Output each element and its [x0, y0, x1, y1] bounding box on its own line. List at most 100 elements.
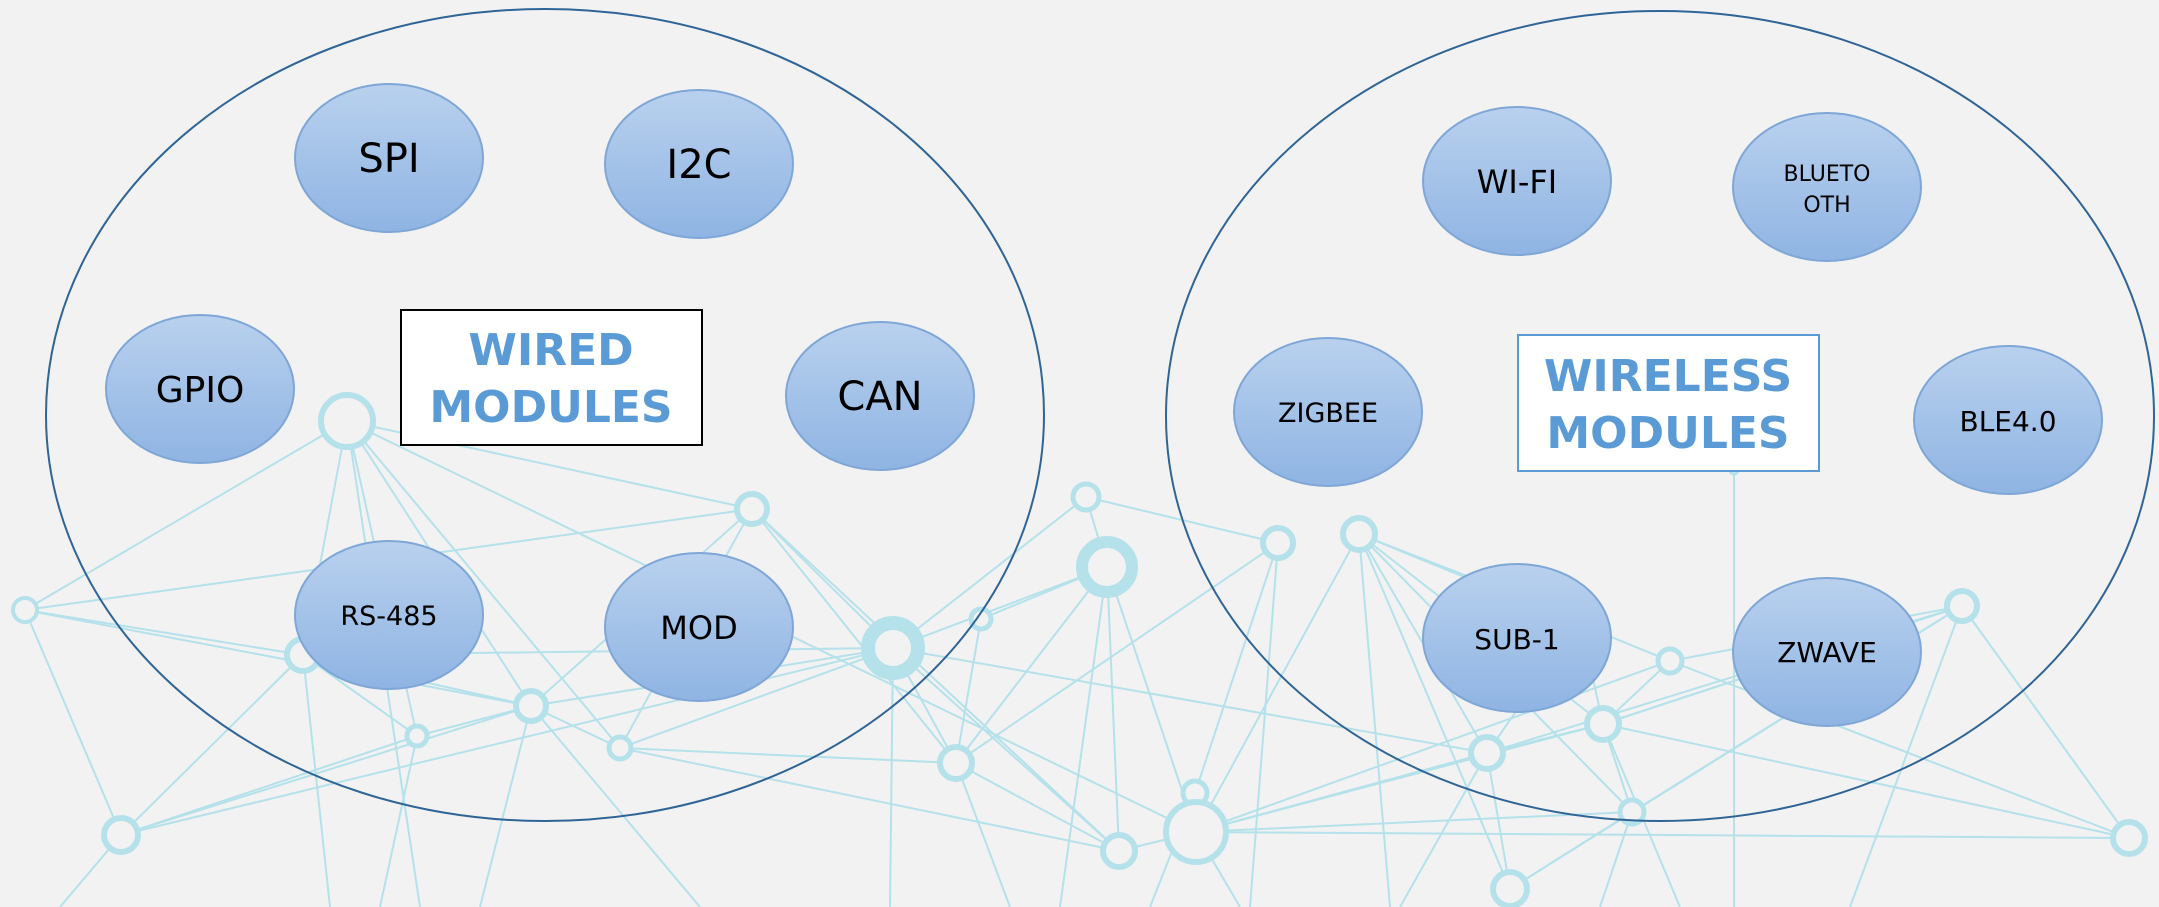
network-node	[1617, 797, 1647, 827]
wireless-title-line1: WIRELESS	[1544, 351, 1792, 402]
wireless-group-outline	[1165, 10, 2155, 822]
gpio-bubble	[105, 314, 295, 464]
network-node	[318, 392, 376, 450]
wired-group-outline	[45, 8, 1045, 822]
module-gpio: GPIO	[105, 314, 295, 464]
network-link	[1195, 533, 1360, 833]
network-link	[1195, 660, 1671, 833]
network-link	[955, 762, 1011, 907]
network-node	[968, 606, 994, 632]
gpio-label: GPIO	[156, 370, 245, 411]
zwave-bubble	[1732, 577, 1922, 727]
network-link	[1195, 831, 2130, 839]
wired-modules-title: WIRED MODULES	[400, 309, 703, 446]
module-i2c: I2C	[604, 89, 794, 239]
rs485-bubble	[294, 540, 484, 690]
network-link	[619, 747, 1120, 852]
network-link	[302, 654, 418, 737]
network-link	[955, 762, 1120, 852]
wired-title-line1: WIRED	[468, 325, 633, 376]
network-node	[1944, 588, 1980, 624]
wired-title-line2: MODULES	[429, 382, 672, 433]
network-node	[101, 815, 141, 855]
module-sub1: SUB-1	[1422, 563, 1612, 713]
zigbee-bubble	[1233, 337, 1423, 487]
network-node	[1340, 515, 1378, 553]
module-mod: MOD	[604, 552, 794, 702]
module-ble: BLE4.0	[1913, 345, 2103, 495]
network-link	[955, 566, 1108, 764]
network-link	[1195, 811, 1633, 833]
network-link	[530, 705, 701, 907]
network-link	[120, 647, 894, 836]
network-node	[734, 491, 770, 527]
network-link	[1509, 811, 1633, 890]
network-link	[1486, 723, 1604, 754]
wireless-modules-title: WIRELESS MODULES	[1517, 334, 1820, 472]
i2c-label: I2C	[666, 142, 731, 188]
network-link	[619, 747, 957, 764]
bluetooth-label-line2: OTH	[1803, 193, 1850, 218]
network-link	[892, 647, 1488, 754]
network-node	[1490, 869, 1530, 907]
can-bubble	[785, 321, 975, 471]
wifi-bubble	[1422, 106, 1612, 256]
network-node	[606, 734, 634, 762]
zwave-label: ZWAVE	[1777, 636, 1877, 669]
network-node	[1100, 832, 1138, 870]
spi-label: SPI	[358, 136, 419, 182]
module-rs485: RS-485	[294, 540, 484, 690]
network-link	[892, 496, 1087, 649]
network-link	[24, 420, 348, 611]
wireless-title-line2: MODULES	[1546, 408, 1789, 459]
network-node	[1076, 536, 1138, 598]
ble-bubble	[1913, 345, 2103, 495]
module-zigbee: ZIGBEE	[1233, 337, 1423, 487]
network-link	[1358, 533, 1511, 890]
network-node	[11, 596, 39, 624]
network-link	[120, 705, 532, 836]
spi-bubble	[294, 83, 484, 233]
bluetooth-label-line1: BLUETO	[1783, 162, 1870, 187]
network-link	[1195, 723, 1604, 833]
network-link	[619, 647, 894, 749]
module-bluetooth: BLUETO OTH	[1732, 112, 1922, 262]
wireless-title-box	[1517, 334, 1820, 472]
rs485-label: RS-485	[340, 601, 437, 632]
mod-bubble	[604, 552, 794, 702]
network-link	[889, 647, 894, 907]
network-link	[751, 508, 1120, 852]
zigbee-label: ZIGBEE	[1278, 398, 1378, 429]
network-link	[346, 420, 621, 749]
network-link	[1486, 752, 1511, 890]
network-link	[1249, 542, 1279, 907]
network-link	[120, 735, 418, 836]
module-zwave: ZWAVE	[1732, 577, 1922, 727]
network-link	[1194, 542, 1279, 794]
network-node	[937, 744, 975, 782]
bluetooth-bubble	[1732, 112, 1922, 262]
network-node	[1655, 646, 1685, 676]
network-link	[1059, 566, 1108, 907]
i2c-bubble	[604, 89, 794, 239]
network-link	[955, 542, 1279, 764]
wired-title-box	[400, 309, 703, 446]
network-link	[1399, 752, 1488, 907]
network-link	[379, 735, 418, 907]
sub1-label: SUB-1	[1474, 623, 1559, 656]
network-link	[892, 566, 1108, 649]
mod-label: MOD	[660, 609, 737, 647]
network-node	[2110, 819, 2148, 857]
network-node	[861, 616, 925, 680]
network-link	[24, 609, 304, 656]
can-label: CAN	[837, 374, 922, 420]
network-link	[24, 609, 532, 707]
ble-label: BLE4.0	[1959, 405, 2056, 438]
wifi-label: WI-FI	[1477, 163, 1557, 201]
network-link	[892, 647, 1120, 852]
network-node	[1070, 481, 1102, 513]
network-link	[1599, 811, 1633, 907]
network-link	[751, 508, 957, 764]
